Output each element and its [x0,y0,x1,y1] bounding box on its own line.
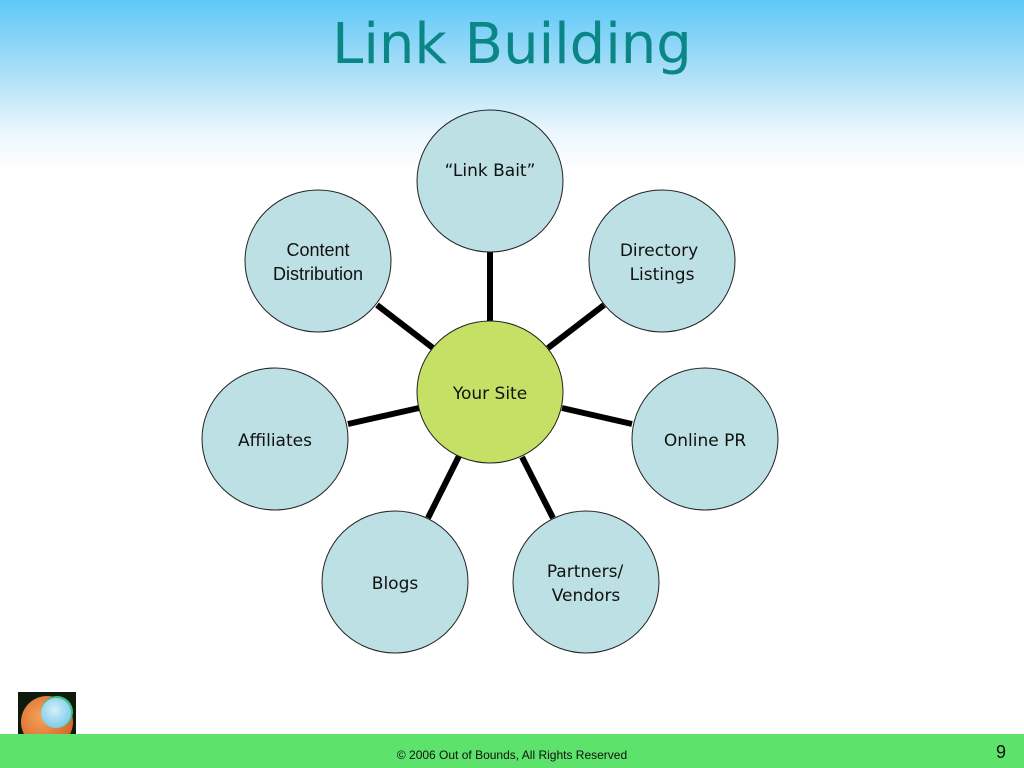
node-label: Directory [620,241,698,261]
node-your-site: Your Site [416,320,564,464]
node-label: Content [286,240,349,260]
connector-blogs [425,454,462,520]
node-directory-listings: Directory Listings [588,189,736,333]
connector-online-pr [561,405,633,427]
node-label: Affiliates [238,431,312,451]
connector-partners-vendors [519,455,556,520]
node-partners-vendors: Partners/ Vendors [512,510,660,654]
connector-content-distribution [375,302,435,351]
center-label: Your Site [452,384,527,404]
node-blogs: Blogs [321,510,469,654]
connectors [347,252,633,520]
footer-bar [0,734,1024,768]
node-label: Listings [630,265,695,285]
connector-affiliates [347,405,420,427]
slide-title: Link Building [332,12,692,77]
node-label: Online PR [664,431,746,451]
node-link-bait: “Link Bait” [416,109,564,253]
node-label: Distribution [273,264,363,284]
page-number: 9 [995,742,1006,762]
copyright-text: © 2006 Out of Bounds, All Rights Reserve… [396,748,628,762]
node-label: Partners/ [547,562,624,582]
node-label: Blogs [372,574,419,594]
node-label: “Link Bait” [445,161,536,181]
node-affiliates: Affiliates [201,367,349,511]
connector-directory-listings [546,302,606,351]
node-online-pr: Online PR [631,367,779,511]
node-label: Vendors [552,586,621,606]
node-content-distribution: Content Distribution [244,189,392,333]
